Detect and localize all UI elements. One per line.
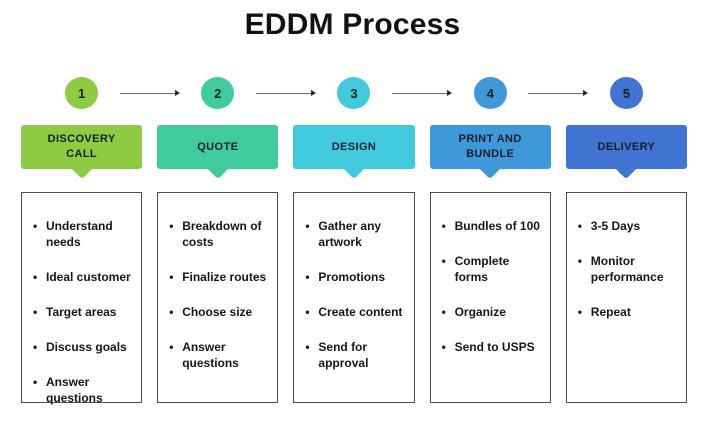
pointer-tail (615, 157, 637, 180)
list-item: Monitor performance (577, 253, 680, 285)
arrow-right-icon (392, 89, 452, 97)
step-header-label: DISCOVERY CALL (47, 133, 116, 160)
step-discovery-call: 1 DISCOVERY CALL Understand needs Ideal … (21, 77, 143, 406)
step-header-label: QUOTE (197, 140, 239, 153)
pointer-tail (207, 157, 229, 180)
step-delivery: 5 DELIVERY 3-5 Days Monitor performance … (565, 77, 687, 403)
list-item: Finalize routes (168, 269, 271, 285)
step-quote: 2 QUOTE Breakdown of costs Finalize rout… (157, 77, 279, 403)
step-print-and-bundle: 4 PRINT AND BUNDLE Bundles of 100 Comple… (429, 77, 551, 403)
step-details-box: Gather any artwork Promotions Create con… (293, 192, 415, 403)
step-header: PRINT AND BUNDLE (429, 125, 551, 180)
step-details-box: Breakdown of costs Finalize routes Choos… (157, 192, 279, 403)
list-item: Discuss goals (32, 339, 135, 355)
step-item-list: Gather any artwork Promotions Create con… (304, 218, 407, 371)
list-item: Organize (441, 304, 544, 320)
step-details-box: 3-5 Days Monitor performance Repeat (565, 192, 687, 403)
list-item: Bundles of 100 (441, 218, 544, 234)
list-item: Answer questions (32, 374, 135, 406)
list-item: Send for approval (304, 339, 407, 371)
step-header: QUOTE (157, 125, 279, 180)
list-item: Ideal customer (32, 269, 135, 285)
step-item-list: 3-5 Days Monitor performance Repeat (577, 218, 680, 320)
step-header-label: PRINT AND BUNDLE (458, 133, 522, 160)
step-details-box: Understand needs Ideal customer Target a… (21, 192, 143, 406)
arrow-right-icon (120, 89, 180, 97)
step-details-box: Bundles of 100 Complete forms Organize S… (429, 192, 551, 403)
step-header: DISCOVERY CALL (21, 125, 143, 180)
list-item: Send to USPS (441, 339, 544, 355)
step-number-badge: 1 (65, 77, 99, 109)
list-item: Complete forms (441, 253, 544, 285)
list-item: 3-5 Days (577, 218, 680, 234)
step-number-badge: 3 (337, 77, 371, 109)
process-steps: 1 DISCOVERY CALL Understand needs Ideal … (21, 77, 687, 406)
list-item: Choose size (168, 304, 271, 320)
list-item: Repeat (577, 304, 680, 320)
step-header-label: DESIGN (331, 140, 377, 153)
list-item: Gather any artwork (304, 218, 407, 250)
step-number-badge: 5 (609, 77, 643, 109)
step-item-list: Understand needs Ideal customer Target a… (32, 218, 135, 406)
arrow-right-icon (528, 89, 588, 97)
list-item: Target areas (32, 304, 135, 320)
arrow-right-icon (256, 89, 316, 97)
step-item-list: Breakdown of costs Finalize routes Choos… (168, 218, 271, 371)
list-item: Answer questions (168, 339, 271, 371)
list-item: Breakdown of costs (168, 218, 271, 250)
page-title: EDDM Process (244, 8, 461, 41)
step-header-label: DELIVERY (597, 140, 656, 153)
step-header: DESIGN (293, 125, 415, 180)
list-item: Create content (304, 304, 407, 320)
step-item-list: Bundles of 100 Complete forms Organize S… (441, 218, 544, 355)
list-item: Understand needs (32, 218, 135, 250)
pointer-tail (343, 157, 365, 180)
step-number-badge: 2 (201, 77, 235, 109)
step-design: 3 DESIGN Gather any artwork Promotions C… (293, 77, 415, 403)
step-number-badge: 4 (473, 77, 507, 109)
step-header: DELIVERY (565, 125, 687, 180)
list-item: Promotions (304, 269, 407, 285)
